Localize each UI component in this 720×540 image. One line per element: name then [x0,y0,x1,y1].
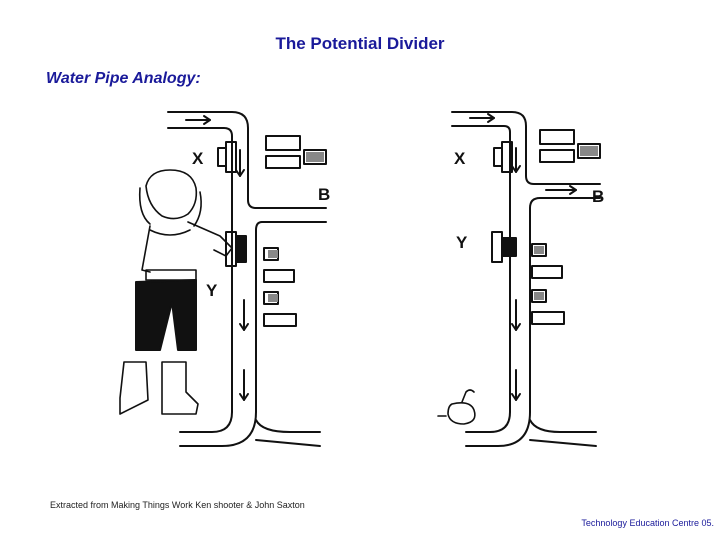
right-pipe-system [451,111,601,447]
right-label-x: X [454,149,466,168]
right-gauges [531,129,601,325]
page-title: The Potential Divider [275,34,445,53]
right-label-y: Y [456,233,468,252]
plant-pot [437,389,476,425]
gauge-fills [268,146,598,302]
left-valve-y [225,231,247,267]
left-pipe-system [167,111,327,447]
right-valve-x [493,141,513,173]
right-label-b: B [592,187,604,206]
footer-note: Technology Education Centre 05. [581,518,714,528]
left-label-b: B [318,185,330,204]
person-figure [138,169,233,281]
diagram-subtitle: Water Pipe Analogy: [46,70,201,87]
source-credit: Extracted from Making Things Work Ken sh… [50,500,305,510]
left-valve-x [217,141,237,173]
right-flow-arrows [469,113,577,401]
left-label-y: Y [206,281,218,300]
person-boots [119,361,199,415]
person-trousers [135,279,197,351]
left-flow-arrows [185,115,249,401]
left-gauges [263,135,327,327]
left-label-x: X [192,149,204,168]
right-valve-y [491,231,517,263]
